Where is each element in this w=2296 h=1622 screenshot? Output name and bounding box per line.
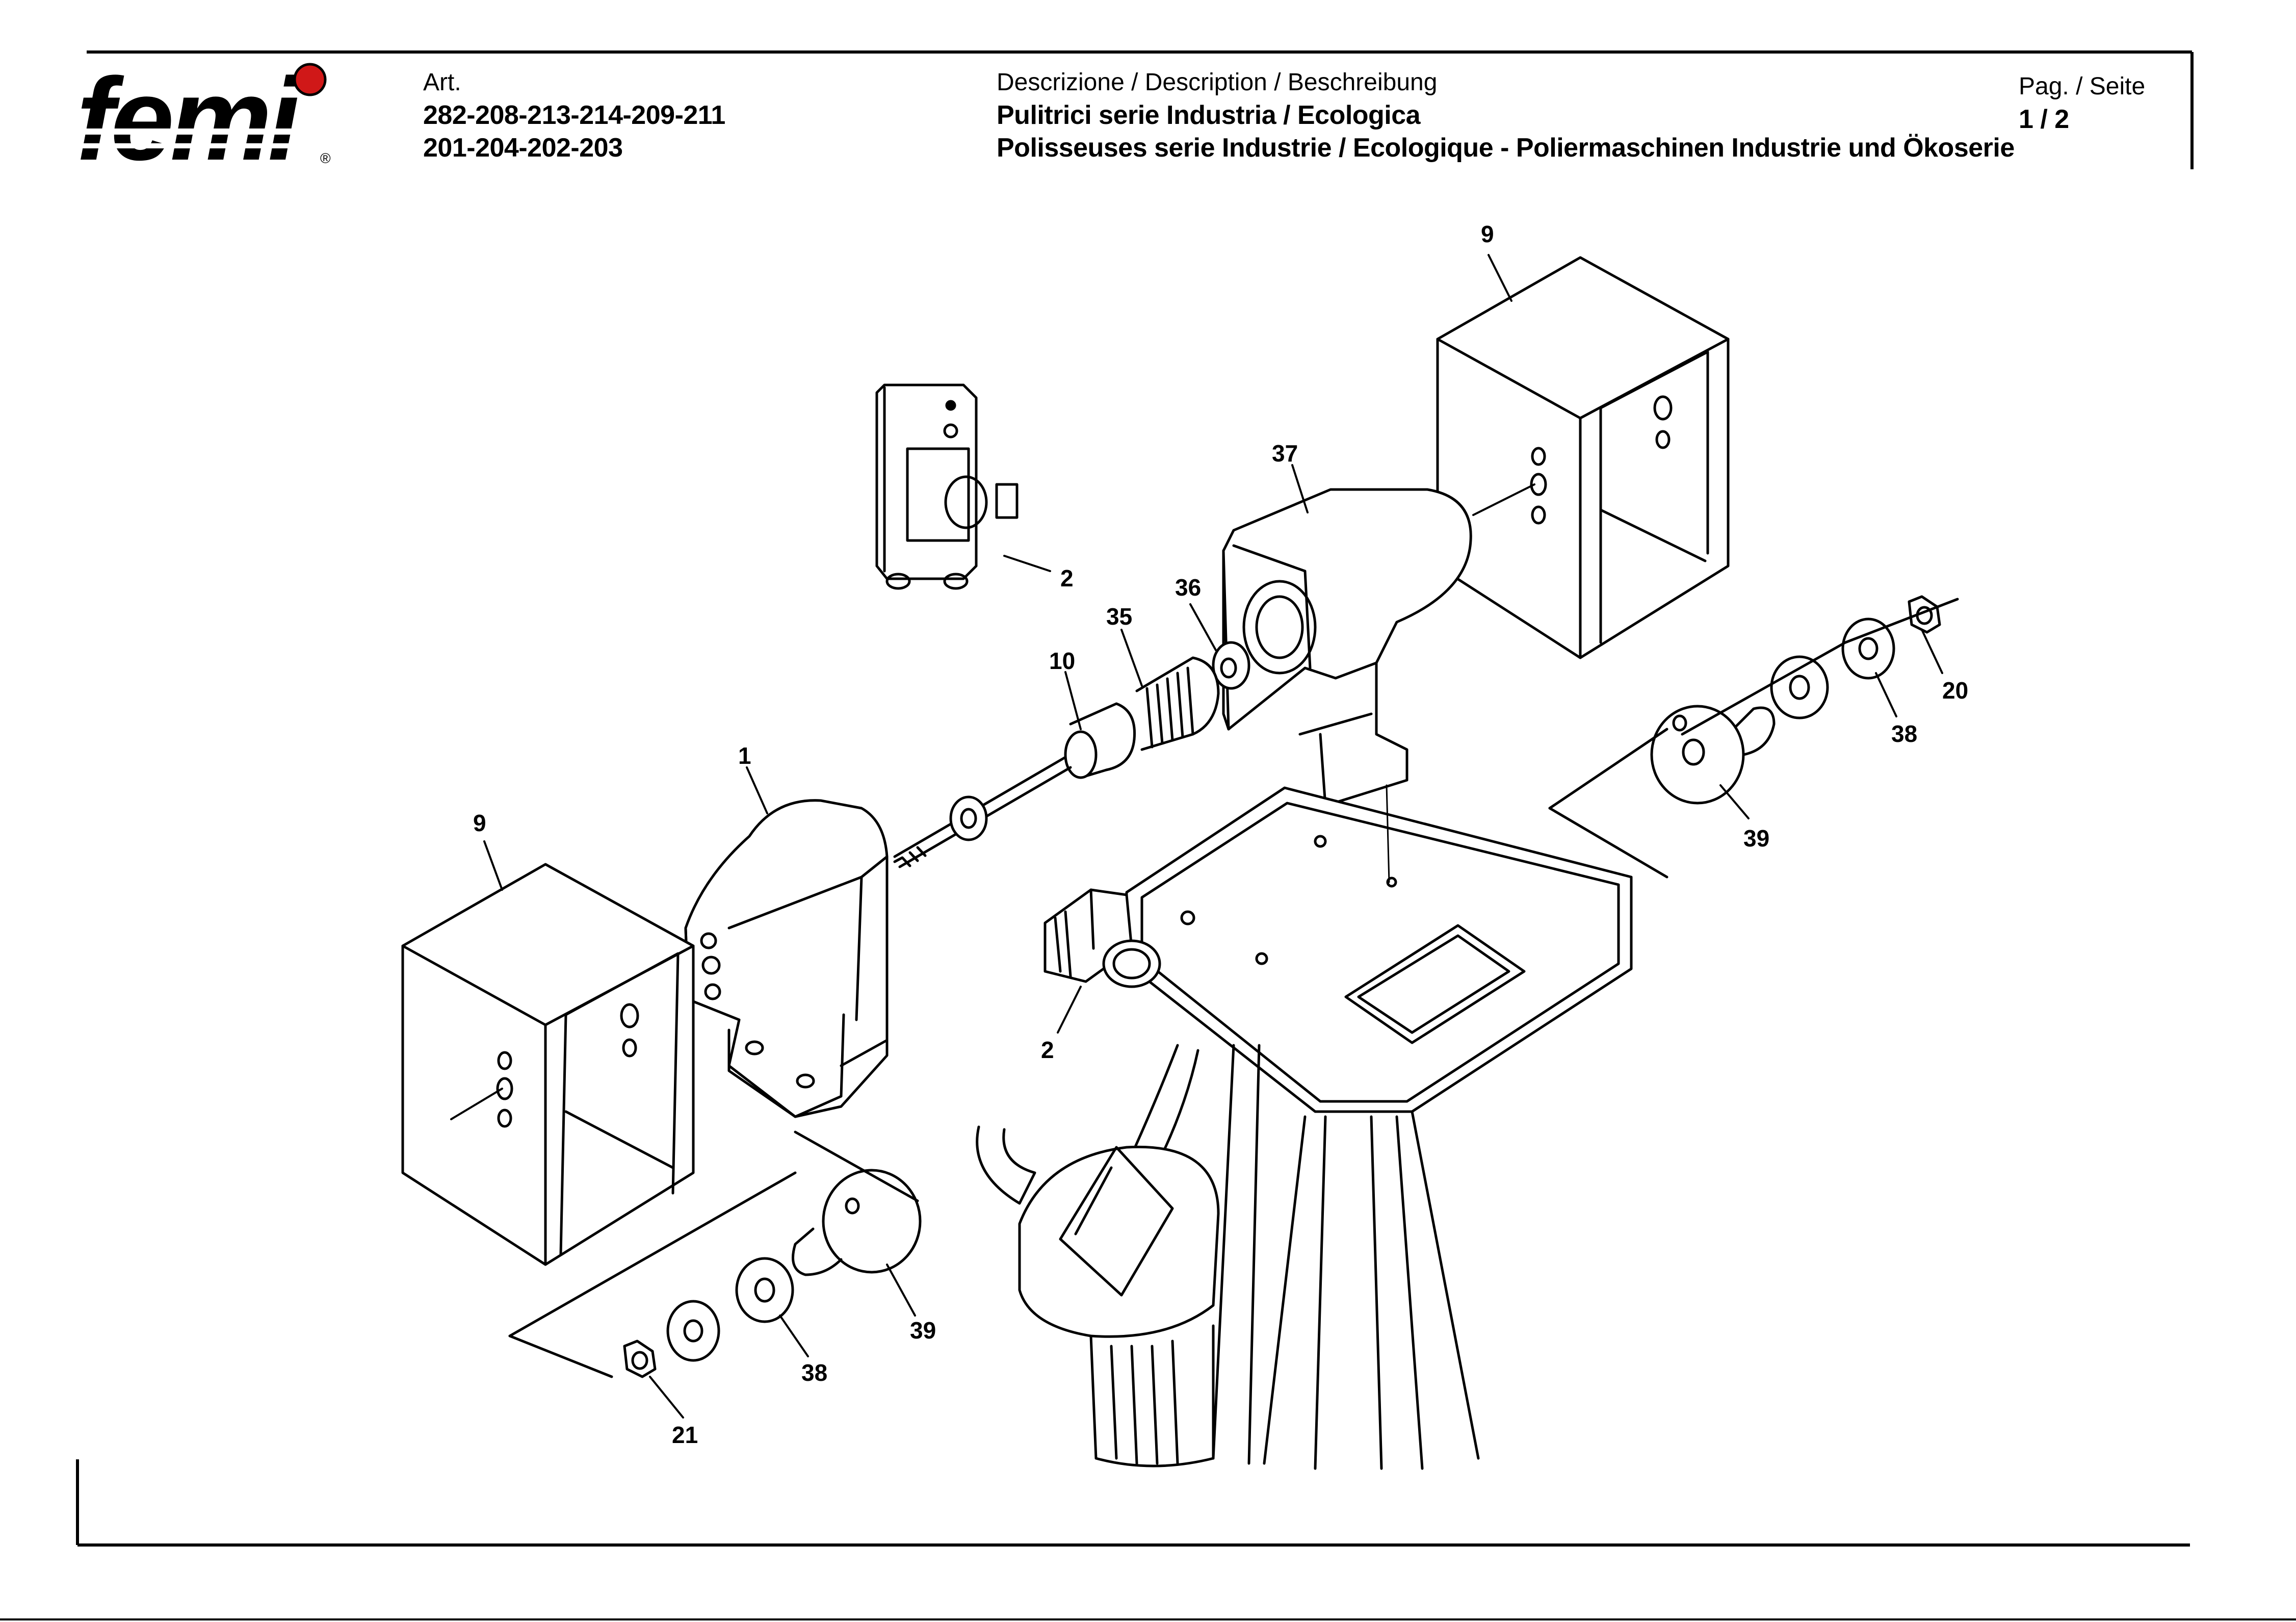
callout-39-left: 39 (910, 1317, 936, 1344)
machine-stand (976, 784, 1633, 1470)
svg-text:®: ® (320, 150, 331, 166)
main-shaft (893, 756, 1072, 868)
leader-lines (450, 254, 1943, 1419)
callout-38-right: 38 (1891, 720, 1917, 747)
callout-2-switch-box: 2 (1060, 565, 1074, 591)
description-label: Descrizione / Description / Beschreibung (997, 69, 1438, 96)
logo-wordmark: femi (76, 55, 302, 172)
article-block: Art. 282-208-213-214-209-211 201-204-202… (423, 66, 725, 164)
shaft-components-right (1064, 641, 1250, 779)
switch-box (875, 383, 1019, 590)
description-line1: Pulitrici serie Industria / Ecologica (997, 100, 1421, 130)
page-block: Pag. / Seite 1 / 2 (2019, 70, 2145, 136)
callout-10: 10 (1049, 648, 1075, 674)
description-line2: Polisseuses serie Industrie / Ecologique… (997, 133, 2015, 163)
top-cover (1222, 488, 1472, 807)
left-hub-assembly (508, 1130, 922, 1378)
switch-lower (1043, 888, 1161, 988)
callout-2-switch: 2 (1041, 1037, 1054, 1063)
callout-1: 1 (738, 742, 751, 769)
article-numbers-line1: 282-208-213-214-209-211 (423, 100, 725, 130)
left-housing (401, 863, 695, 1266)
description-block: Descrizione / Description / Beschreibung… (997, 66, 2015, 164)
callout-9-left: 9 (473, 810, 486, 836)
callout-21: 21 (672, 1422, 698, 1448)
right-hub-assembly (1548, 595, 1959, 879)
callout-36: 36 (1175, 574, 1201, 601)
top-right-housing (1436, 256, 1730, 659)
callout-37: 37 (1272, 440, 1298, 467)
left-cover (684, 799, 889, 1118)
article-label: Art. (423, 69, 461, 96)
article-numbers-line2: 201-204-202-203 (423, 133, 623, 163)
page-value: 1 / 2 (2019, 105, 2069, 134)
callout-38-left: 38 (801, 1359, 827, 1386)
callout-39-right: 39 (1743, 825, 1769, 852)
callout-9-top: 9 (1481, 221, 1494, 247)
callout-20: 20 (1942, 677, 1968, 704)
logo-dot-icon (293, 63, 327, 96)
page-label: Pag. / Seite (2019, 73, 2146, 100)
femi-logo: femi ® (66, 55, 331, 172)
logo-icon: femi ® (66, 55, 331, 172)
callout-35: 35 (1106, 603, 1132, 630)
